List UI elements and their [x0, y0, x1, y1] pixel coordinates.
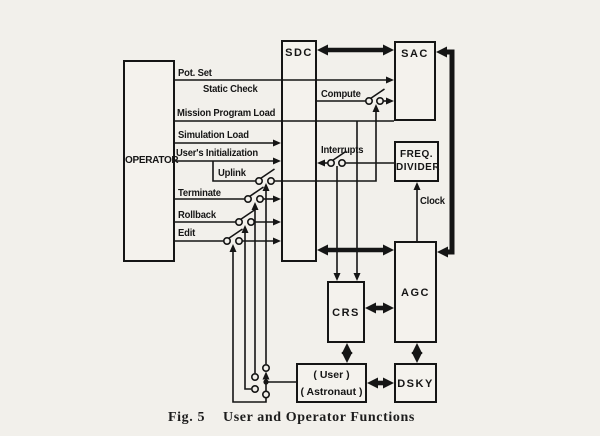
- sdc-box-label: SDC: [285, 47, 313, 59]
- mission-program-load-label: Mission Program Load: [177, 107, 276, 119]
- agc-box-label: AGC: [401, 287, 430, 299]
- users-initialization-label: User's Initialization: [176, 147, 258, 159]
- user-dsky-bus: [367, 377, 394, 389]
- freq-divider-label-line1: FREQ.: [399, 149, 434, 160]
- operator-box-label: OPERATOR: [125, 155, 179, 166]
- sdc-box: SDC: [281, 40, 317, 262]
- rollback-actuator-line: [241, 225, 260, 393]
- interrupts-line-and-switch: [317, 150, 394, 281]
- crs-box: CRS: [327, 281, 365, 343]
- user-astronaut-box: ( User ) ( Astronaut ): [296, 363, 367, 403]
- terminate-actuator-line: [251, 202, 260, 381]
- user-box-label-line1: ( User ): [313, 369, 350, 381]
- sac-box: SAC: [394, 41, 436, 121]
- agc-box: AGC: [394, 241, 437, 343]
- uplink-line-and-switch: [212, 104, 380, 186]
- uplink-actuator-line: [261, 183, 270, 372]
- dsky-box: DSKY: [394, 363, 437, 403]
- figure-caption-number: Fig. 5: [168, 410, 206, 425]
- dsky-box-label: DSKY: [397, 378, 434, 390]
- terminate-label: Terminate: [178, 187, 221, 199]
- sac-agc-bus: [436, 46, 455, 258]
- sdc-sac-bus: [317, 44, 394, 56]
- freq-divider-box: FREQ. DIVIDER: [394, 141, 441, 182]
- simulation-load-label: Simulation Load: [178, 129, 249, 141]
- simulation-load-line: [175, 139, 281, 147]
- edit-actuator-line: [229, 244, 270, 403]
- figure-caption: Fig. 5 User and Operator Functions: [168, 410, 415, 426]
- compute-line-and-switch: [317, 88, 394, 106]
- compute-label: Compute: [321, 88, 361, 100]
- uplink-label: Uplink: [218, 167, 246, 179]
- crs-user-bus: [341, 343, 353, 363]
- edit-label: Edit: [178, 227, 196, 239]
- crs-box-label: CRS: [332, 307, 360, 319]
- operator-box: OPERATOR: [123, 60, 179, 262]
- sdc-agc-bus: [317, 244, 394, 256]
- user-selector-junction: [262, 371, 296, 391]
- figure-caption-title: User and Operator Functions: [223, 410, 415, 425]
- crs-agc-bus: [365, 302, 394, 314]
- clock-label: Clock: [420, 195, 445, 207]
- interrupts-label: Interrupts: [321, 144, 364, 156]
- rollback-label: Rollback: [178, 209, 216, 221]
- clock-line: [413, 182, 421, 241]
- agc-dsky-bus: [411, 343, 423, 363]
- users-initialization-line: [175, 157, 281, 165]
- pot-set-label: Pot. Set: [178, 67, 212, 79]
- user-box-label-line2: ( Astronaut ): [300, 386, 363, 398]
- edit-line-and-switch: [175, 228, 281, 246]
- pot-set-line: [175, 76, 394, 84]
- freq-divider-label-line2: DIVIDER: [396, 162, 441, 173]
- terminate-line-and-switch: [175, 186, 281, 204]
- static-check-label: Static Check: [203, 83, 258, 95]
- sac-box-label: SAC: [401, 48, 429, 60]
